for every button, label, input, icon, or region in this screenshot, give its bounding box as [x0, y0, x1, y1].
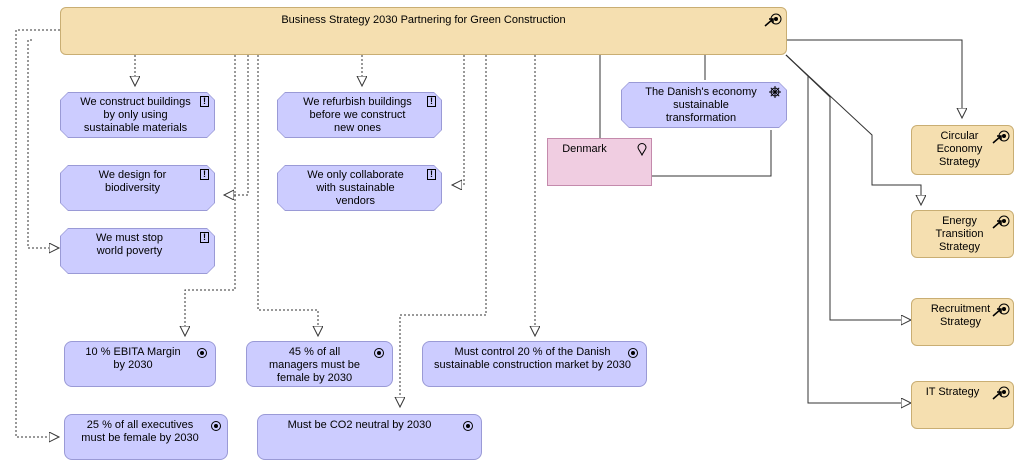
strategy-arrow-target-icon	[992, 130, 1010, 144]
rel-driver-location	[652, 130, 772, 177]
principle-stop-poverty[interactable]: We must stop world poverty !	[60, 228, 215, 274]
strategy-label: Energy Transition Strategy	[935, 215, 984, 253]
strategy-arrow-target-icon	[764, 13, 782, 27]
rel-title-g2	[257, 55, 318, 336]
goal-label: 25 % of all executives must be female by…	[81, 419, 199, 444]
target-icon	[197, 348, 207, 358]
principle-label: We refurbish buildings before we constru…	[303, 96, 412, 134]
exclamation-icon: !	[200, 232, 209, 243]
strategy-arrow-target-icon	[992, 215, 1010, 229]
exclamation-icon: !	[427, 169, 436, 180]
goal-label: 45 % of all managers must be female by 2…	[268, 346, 361, 384]
exclamation-icon: !	[200, 169, 209, 180]
wheel-icon	[769, 86, 781, 98]
strategy-label: Circular Economy Strategy	[936, 130, 983, 168]
rel-title-s4	[785, 54, 911, 403]
location-label: Denmark	[562, 143, 607, 155]
rel-title-p3	[27, 39, 59, 248]
location-denmark[interactable]: Denmark	[547, 138, 652, 186]
principle-label: We construct buildings by only using sus…	[80, 96, 191, 134]
principle-label: We must stop world poverty	[95, 232, 164, 257]
target-icon	[628, 348, 638, 358]
strategy-recruitment[interactable]: Recruitment Strategy	[911, 298, 1014, 346]
driver-label: The Danish's economy sustainable transfo…	[645, 86, 757, 124]
business-strategy-header[interactable]: Business Strategy 2030 Partnering for Gr…	[60, 7, 787, 55]
rel-title-g1	[185, 55, 236, 336]
goal-label: Must control 20 % of the Danish sustaina…	[434, 346, 631, 371]
goal-label: Must be CO2 neutral by 2030	[287, 419, 432, 431]
rel-title-p5	[452, 55, 465, 185]
strategy-it[interactable]: IT Strategy	[911, 381, 1014, 429]
strategy-label: Recruitment Strategy	[930, 303, 991, 328]
rel-title-s1	[786, 39, 962, 118]
goal-co2-neutral[interactable]: Must be CO2 neutral by 2030	[257, 414, 482, 460]
rel-title-s3	[785, 54, 911, 320]
exclamation-icon: !	[200, 96, 209, 107]
principle-label: We design for biodiversity	[98, 169, 167, 194]
exclamation-icon: !	[427, 96, 436, 107]
goal-female-managers[interactable]: 45 % of all managers must be female by 2…	[246, 341, 393, 387]
rel-title-g5	[400, 55, 487, 407]
strategy-arrow-target-icon	[992, 386, 1010, 400]
rel-title-g4	[15, 29, 60, 437]
rel-title-p2	[224, 55, 249, 195]
principle-sustainable-materials[interactable]: We construct buildings by only using sus…	[60, 92, 215, 138]
target-icon	[211, 421, 221, 431]
strategy-arrow-target-icon	[992, 303, 1010, 317]
goal-label: 10 % EBITA Margin by 2030	[85, 346, 181, 371]
principle-sustainable-vendors[interactable]: We only collaborate with sustainable ven…	[277, 165, 442, 211]
target-icon	[374, 348, 384, 358]
strategy-label: IT Strategy	[925, 386, 980, 398]
goal-ebita-margin[interactable]: 10 % EBITA Margin by 2030	[64, 341, 216, 387]
business-strategy-title: Business Strategy 2030 Partnering for Gr…	[281, 14, 566, 26]
goal-female-executives[interactable]: 25 % of all executives must be female by…	[64, 414, 228, 460]
principle-biodiversity[interactable]: We design for biodiversity !	[60, 165, 215, 211]
strategy-energy-transition[interactable]: Energy Transition Strategy	[911, 210, 1014, 258]
principle-refurbish[interactable]: We refurbish buildings before we constru…	[277, 92, 442, 138]
goal-market-control[interactable]: Must control 20 % of the Danish sustaina…	[422, 341, 647, 387]
rel-title-s2	[785, 54, 921, 205]
principle-label: We only collaborate with sustainable ven…	[307, 169, 404, 207]
strategy-circular-economy[interactable]: Circular Economy Strategy	[911, 125, 1014, 175]
target-icon	[463, 421, 473, 431]
driver-danish-economy[interactable]: The Danish's economy sustainable transfo…	[621, 82, 787, 128]
pin-icon	[637, 143, 647, 156]
